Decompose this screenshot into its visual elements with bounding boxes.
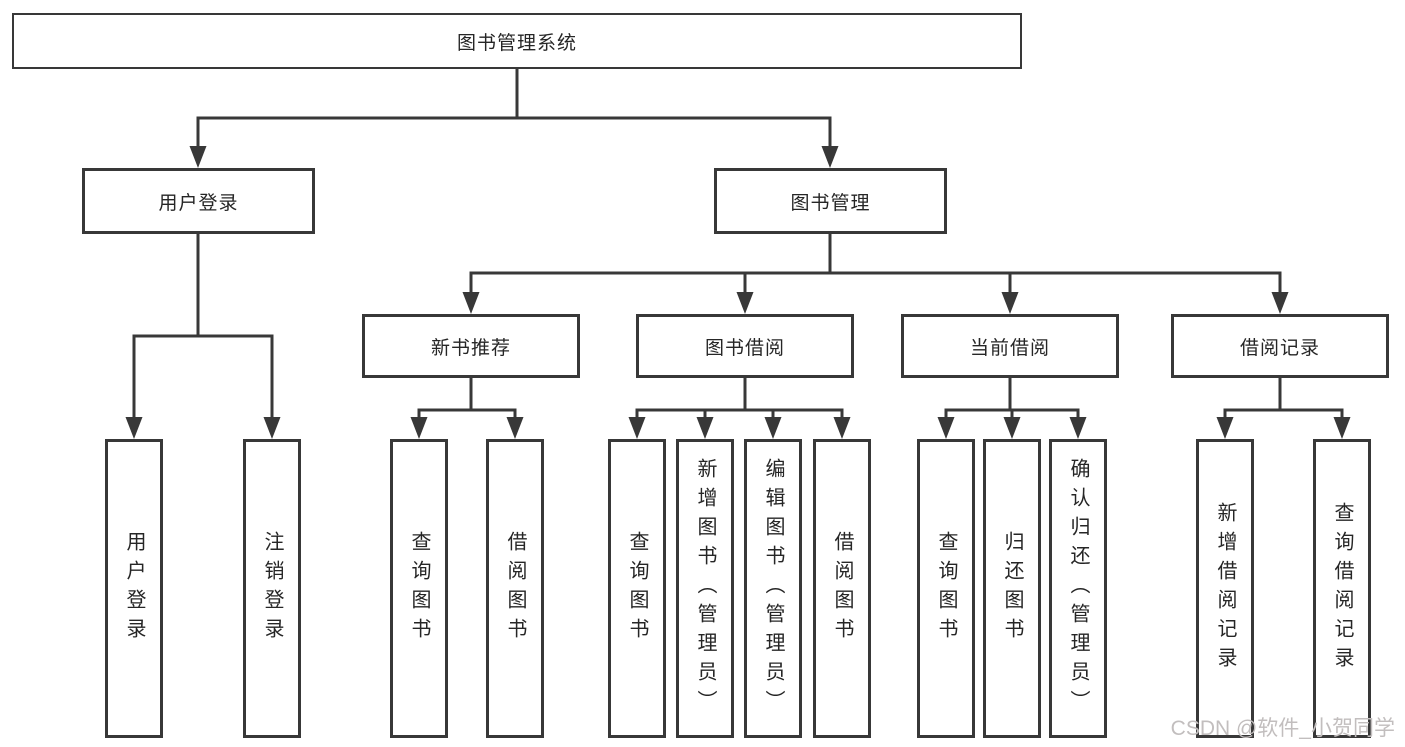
node-label: 用户登录 bbox=[123, 530, 145, 647]
node-book-management: 图书管理 bbox=[714, 168, 947, 234]
leaf-query-borrow-record: 查询借阅记录 bbox=[1313, 439, 1371, 738]
arrowhead-icon bbox=[696, 417, 714, 439]
arrowhead-icon bbox=[462, 292, 480, 314]
leaf-return-books: 归还图书 bbox=[983, 439, 1041, 738]
node-label: 查询图书 bbox=[935, 530, 957, 647]
node-borrowing-records: 借阅记录 bbox=[1171, 314, 1389, 378]
node-library-management-system: 图书管理系统 bbox=[12, 13, 1022, 69]
leaf-query-books-recommend: 查询图书 bbox=[390, 439, 448, 738]
node-user-login: 用户登录 bbox=[82, 168, 315, 234]
arrowhead-icon bbox=[189, 146, 207, 168]
arrowhead-icon bbox=[937, 417, 955, 439]
node-label: 查询图书 bbox=[408, 530, 430, 647]
leaf-borrow-books-recommend: 借阅图书 bbox=[486, 439, 544, 738]
arrowhead-icon bbox=[1271, 292, 1289, 314]
node-label: 借阅图书 bbox=[504, 530, 526, 647]
node-label: 注销登录 bbox=[261, 530, 283, 647]
arrowhead-icon bbox=[833, 417, 851, 439]
arrowhead-icon bbox=[1001, 292, 1019, 314]
arrowhead-icon bbox=[1216, 417, 1234, 439]
leaf-user-login: 用户登录 bbox=[105, 439, 163, 738]
node-current-borrowing: 当前借阅 bbox=[901, 314, 1119, 378]
leaf-add-borrow-record: 新增借阅记录 bbox=[1196, 439, 1254, 738]
node-label: 新书推荐 bbox=[430, 337, 511, 359]
node-label: 图书管理系统 bbox=[456, 32, 577, 54]
leaf-borrow-books-borrowing: 借阅图书 bbox=[813, 439, 871, 738]
node-label: 借阅图书 bbox=[831, 530, 853, 647]
arrowhead-icon bbox=[263, 417, 281, 439]
node-label: 当前借阅 bbox=[969, 337, 1050, 359]
leaf-add-book-admin: 新增图书（管理员） bbox=[676, 439, 734, 738]
arrowhead-icon bbox=[506, 417, 524, 439]
node-label: 用户登录 bbox=[158, 192, 239, 214]
leaf-query-books-current: 查询图书 bbox=[917, 439, 975, 738]
node-label: 查询图书 bbox=[626, 530, 648, 647]
node-book-borrowing: 图书借阅 bbox=[636, 314, 854, 378]
node-label: 图书借阅 bbox=[704, 337, 785, 359]
arrowhead-icon bbox=[125, 417, 143, 439]
node-label: 新增图书（管理员） bbox=[694, 458, 716, 719]
arrowhead-icon bbox=[1069, 417, 1087, 439]
leaf-query-books-borrowing: 查询图书 bbox=[608, 439, 666, 738]
node-new-book-recommend: 新书推荐 bbox=[362, 314, 580, 378]
node-label: 图书管理 bbox=[790, 192, 871, 214]
arrowhead-icon bbox=[1003, 417, 1021, 439]
node-label: 查询借阅记录 bbox=[1331, 501, 1353, 676]
node-label: 编辑图书（管理员） bbox=[762, 458, 784, 719]
arrowhead-icon bbox=[628, 417, 646, 439]
arrowhead-icon bbox=[736, 292, 754, 314]
node-label: 归还图书 bbox=[1001, 530, 1023, 647]
node-label: 确认归还（管理员） bbox=[1067, 458, 1089, 719]
leaf-logout: 注销登录 bbox=[243, 439, 301, 738]
node-label: 借阅记录 bbox=[1239, 337, 1320, 359]
leaf-confirm-return-admin: 确认归还（管理员） bbox=[1049, 439, 1107, 738]
leaf-edit-book-admin: 编辑图书（管理员） bbox=[744, 439, 802, 738]
node-label: 新增借阅记录 bbox=[1214, 501, 1236, 676]
arrowhead-icon bbox=[1333, 417, 1351, 439]
arrowhead-icon bbox=[410, 417, 428, 439]
arrowhead-icon bbox=[821, 146, 839, 168]
arrowhead-icon bbox=[764, 417, 782, 439]
